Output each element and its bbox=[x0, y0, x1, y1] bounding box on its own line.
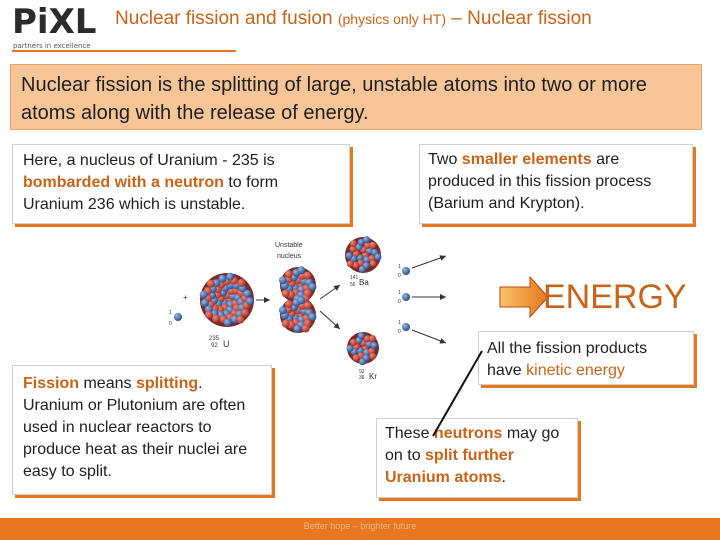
u-symbol: U bbox=[223, 339, 230, 349]
barium-nucleus-nucleon bbox=[363, 236, 370, 243]
svg-text:1: 1 bbox=[398, 264, 401, 270]
energy-label: ENERGY bbox=[543, 278, 687, 317]
unstable-nucleus-nucleon bbox=[282, 290, 290, 298]
unstable-nucleus-nucleon bbox=[308, 283, 316, 291]
unstable-nucleus-nucleon bbox=[285, 270, 293, 278]
header-rule bbox=[12, 50, 236, 52]
uranium-235-nucleus-nucleon bbox=[243, 290, 251, 298]
box5-text-3: . bbox=[501, 469, 505, 486]
released-neutron-3: 1 0 bbox=[398, 320, 446, 343]
unstable-nucleus-nucleon bbox=[282, 320, 290, 328]
footer-slogan: Better hope – brighter future bbox=[0, 521, 720, 531]
krypton-nucleus-nucleon bbox=[359, 358, 366, 365]
released-neutron-1: 1 0 bbox=[398, 256, 446, 279]
svg-text:1: 1 bbox=[398, 290, 401, 296]
unstable-nucleus-nucleon bbox=[304, 272, 312, 280]
footer-bar: Better hope – brighter future bbox=[0, 518, 720, 540]
unstable-nucleus-nucleon bbox=[297, 296, 305, 304]
uranium-235-nucleus-nucleon bbox=[226, 273, 234, 281]
uranium-235-nucleus-nucleon bbox=[218, 275, 226, 283]
pixl-logo: PiXL partners in excellence bbox=[12, 6, 102, 50]
box1-highlight: bombarded with a neutron bbox=[23, 174, 224, 191]
unstable-nucleus-nucleon bbox=[297, 266, 305, 274]
incoming-neutron-mass: 1 bbox=[169, 310, 172, 316]
barium-nucleus-nucleon bbox=[346, 252, 353, 259]
krypton-nucleus-nucleon bbox=[371, 342, 378, 349]
incoming-neutron-number: 0 bbox=[169, 321, 172, 327]
u-number: 92 bbox=[211, 343, 218, 349]
krypton-nucleus bbox=[346, 332, 379, 365]
title-suffix: – Nuclear fission bbox=[446, 8, 592, 29]
logo-tagline: partners in excellence bbox=[13, 42, 91, 50]
unstable-nucleus-nucleon bbox=[293, 325, 301, 333]
krypton-nucleus-nucleon bbox=[346, 345, 353, 352]
krypton-nucleus-nucleon bbox=[358, 332, 365, 339]
released-neutron-2: 1 0 bbox=[398, 290, 446, 305]
ba-number: 56 bbox=[350, 282, 356, 288]
uranium-235-nucleus-nucleon bbox=[224, 319, 232, 327]
title-small: (physics only HT) bbox=[338, 11, 446, 27]
box5-highlight-1: neutrons bbox=[434, 425, 502, 442]
kr-symbol: Kr bbox=[369, 372, 377, 381]
barium-nucleus-nucleon bbox=[370, 242, 377, 249]
kr-number: 36 bbox=[359, 375, 365, 381]
ba-symbol: Ba bbox=[359, 278, 369, 287]
box1-text-1: Here, a nucleus of Uranium - 235 is bbox=[23, 152, 275, 169]
uranium-235-nucleus-nucleon bbox=[238, 279, 246, 287]
arrow-to-krypton bbox=[320, 311, 340, 329]
unstable-nucleus-nucleon bbox=[279, 276, 287, 284]
uranium-235-nucleus-nucleon bbox=[200, 291, 208, 299]
neutrons-box: These neutrons may go on to split furthe… bbox=[376, 418, 578, 498]
unstable-label-1: Unstable bbox=[275, 242, 303, 249]
barium-nucleus bbox=[345, 236, 382, 273]
uranium-235-nucleus-nucleon bbox=[201, 299, 209, 307]
uranium-235-nucleus-nucleon bbox=[212, 315, 220, 323]
uranium-bombard-box: Here, a nucleus of Uranium - 235 is bomb… bbox=[12, 144, 350, 224]
krypton-nucleus-nucleon bbox=[369, 335, 376, 342]
barium-nucleus-nucleon bbox=[359, 266, 366, 273]
box3-text-1: means bbox=[79, 375, 136, 392]
incoming-neutron bbox=[174, 313, 182, 321]
barium-nucleus-nucleon bbox=[347, 260, 354, 267]
krypton-nucleus-nucleon bbox=[350, 339, 357, 346]
fission-diagram: 1 0 + 235 92 U Unstable nucleus 141 56 B… bbox=[160, 225, 700, 415]
uranium-235-nucleus-nucleon bbox=[241, 309, 249, 317]
svg-text:0: 0 bbox=[398, 329, 401, 335]
krypton-nucleus-nucleon bbox=[353, 354, 360, 361]
unstable-nucleus-nucleon bbox=[279, 306, 287, 314]
uranium-235-nucleus-nucleon bbox=[236, 316, 244, 324]
unstable-nucleus-nucleon bbox=[302, 325, 310, 333]
box2-text-1: Two bbox=[428, 151, 462, 168]
ba-mass: 141 bbox=[350, 275, 359, 281]
barium-nucleus-nucleon bbox=[375, 254, 382, 261]
energy-arrow bbox=[500, 277, 548, 317]
svg-text:0: 0 bbox=[398, 299, 401, 305]
uranium-235-nucleus-nucleon bbox=[246, 297, 254, 305]
krypton-nucleus-nucleon bbox=[369, 353, 376, 360]
unstable-nucleus-nucleon bbox=[285, 300, 293, 308]
barium-nucleus-nucleon bbox=[370, 260, 377, 267]
unstable-nucleus-nucleon bbox=[308, 313, 316, 321]
uranium-235-nucleus-nucleon bbox=[207, 280, 215, 288]
arrow-to-barium bbox=[320, 285, 340, 299]
unstable-label-2: nucleus bbox=[277, 253, 302, 260]
box2-highlight: smaller elements bbox=[462, 151, 592, 168]
box5-text-1: These bbox=[385, 425, 434, 442]
unstable-nucleus-nucleon bbox=[304, 302, 312, 310]
smaller-elements-box: Two smaller elements are produced in thi… bbox=[419, 144, 693, 224]
uranium-235-nucleus-nucleon bbox=[205, 311, 213, 319]
page-title: Nuclear fission and fusion (physics only… bbox=[115, 8, 592, 30]
plus-sign: + bbox=[183, 293, 188, 302]
uranium-235-nucleus bbox=[200, 273, 254, 327]
logo-text: PiXL bbox=[12, 2, 96, 42]
title-main: Nuclear fission and fusion bbox=[115, 8, 338, 29]
u-mass: 235 bbox=[209, 336, 220, 342]
unstable-nucleus bbox=[279, 266, 317, 333]
intro-definition: Nuclear fission is the splitting of larg… bbox=[10, 64, 702, 130]
box3-highlight-1: Fission bbox=[23, 375, 79, 392]
barium-nucleus-nucleon bbox=[350, 240, 357, 247]
svg-text:0: 0 bbox=[398, 273, 401, 279]
svg-text:1: 1 bbox=[398, 320, 401, 326]
